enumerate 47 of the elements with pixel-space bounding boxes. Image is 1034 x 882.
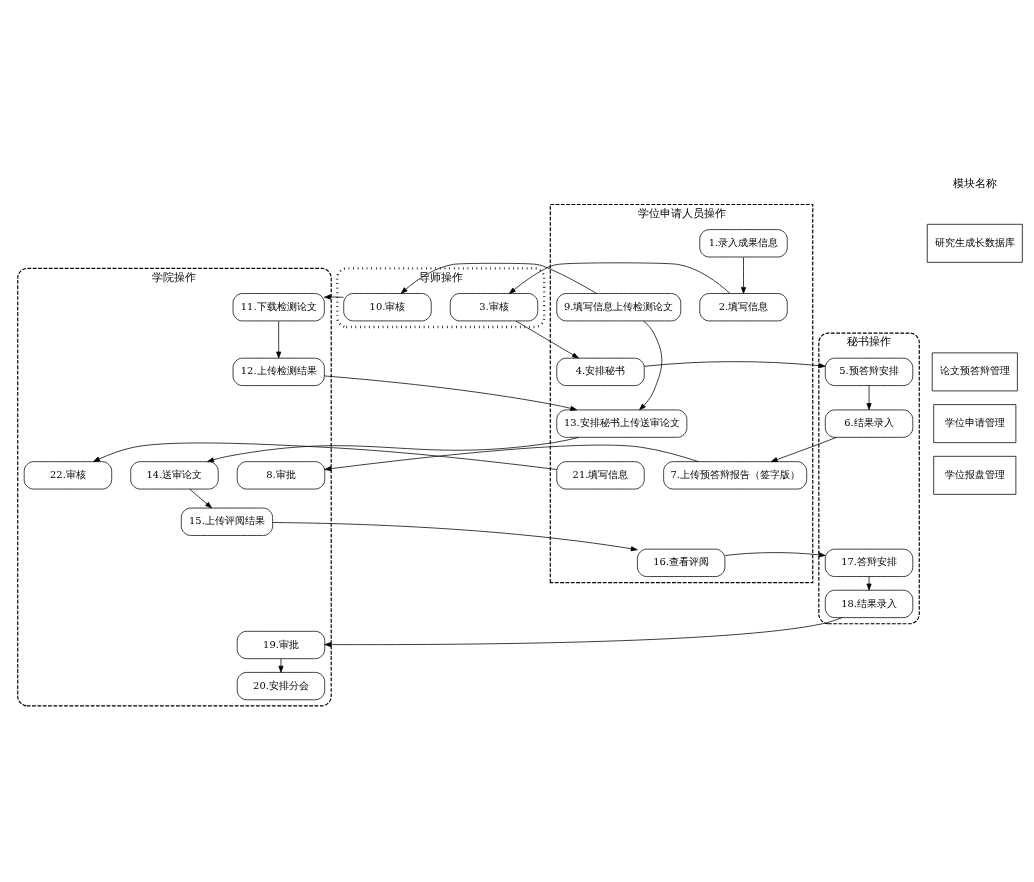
node-box: 17.答辩安排 [824, 548, 914, 577]
node-box: 6.结果录入 [824, 409, 914, 438]
node-box: 1.录入成果信息 [699, 228, 788, 257]
node-box: 7.上传预答辩报告（签字版） [663, 460, 808, 489]
node-box: 20.安排分会 [236, 671, 326, 700]
arrow [324, 616, 843, 647]
node-box: 学位申请管理 [933, 403, 1017, 443]
arrow [770, 436, 837, 462]
node-box: 16.查看评阅 [637, 548, 726, 577]
node-box: 13.安排秘书上传送审论文 [556, 409, 688, 438]
arrow [741, 256, 747, 294]
node-box: 8.审批 [236, 460, 326, 489]
arrow [324, 444, 699, 471]
arrow [276, 320, 282, 358]
node-box: 3.审核 [449, 292, 539, 321]
node-box: 21.填写信息 [556, 460, 645, 489]
node-box: 14.送审论文 [130, 460, 219, 489]
node-box: 研究生成长数据库 [926, 223, 1023, 263]
arrow [272, 521, 638, 551]
arrow [93, 442, 557, 470]
arrow [189, 488, 212, 508]
arrow [324, 375, 578, 411]
node-box: 5.预答辩安排 [824, 357, 914, 386]
node-box: 15.上传评阅结果 [180, 507, 273, 536]
node-box: 4.安排秘书 [556, 357, 645, 386]
node-box: 11.下载检测论文 [232, 292, 325, 321]
arrow [643, 360, 826, 368]
node-box: 9.填写信息上传检测论文 [556, 292, 682, 321]
arrow [207, 436, 580, 462]
label: 模块名称 [952, 175, 997, 190]
node-box: 22.审核 [23, 460, 113, 489]
arrow [400, 262, 597, 294]
node-box: 18.结果录入 [824, 589, 914, 618]
arrow [724, 551, 826, 557]
arrow [866, 384, 872, 410]
arrow [509, 261, 731, 294]
arrow [639, 320, 663, 410]
node-box: 12.上传检测结果 [232, 357, 325, 386]
arrow [324, 293, 344, 299]
node-box: 学位报盘管理 [933, 455, 1017, 495]
arrow [515, 320, 579, 358]
node-box: 2.填写信息 [699, 292, 788, 321]
node-box: 论文预答辩管理 [931, 352, 1018, 391]
node-box: 19.审批 [236, 630, 326, 659]
arrow [866, 575, 872, 590]
node-box: 10.审核 [343, 292, 432, 321]
arrow [278, 657, 284, 673]
